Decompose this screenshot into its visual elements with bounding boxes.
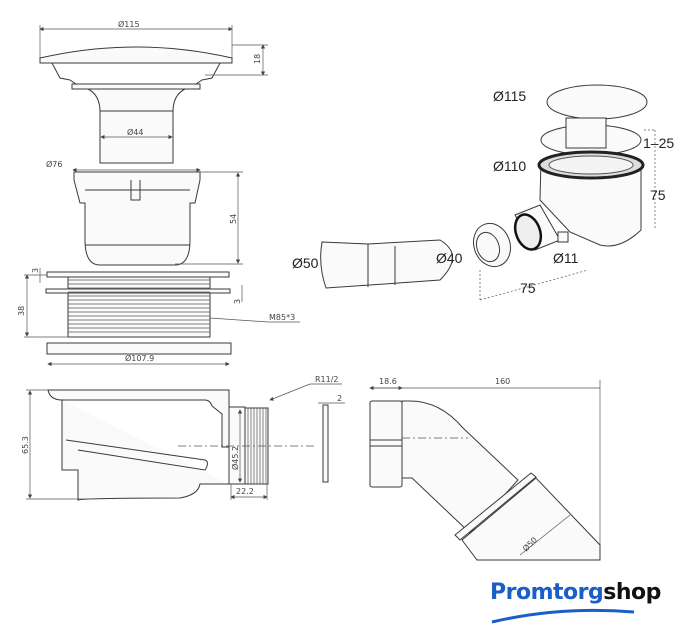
iso-height-label: 75 xyxy=(650,187,666,203)
logo-part1: Promtorg xyxy=(490,580,604,605)
nut-flange-label: 3 xyxy=(31,268,40,273)
outlet-diameter-label: Ø45.2 xyxy=(230,446,240,470)
cup-drawing: Ø76 54 xyxy=(46,159,243,266)
outlet-thread-label: R11/2 xyxy=(315,375,339,384)
gasket-thickness-label: 2 xyxy=(337,394,342,403)
iso-pipe-diameter-label: Ø50 xyxy=(292,255,319,271)
brand-logo: Promtorgshop xyxy=(490,580,661,605)
iso-overflow-diameter-label: Ø11 xyxy=(553,250,579,266)
logo-part2: shop xyxy=(603,580,661,605)
plate-diameter-label: Ø107.9 xyxy=(125,353,154,363)
cup-diameter-label: Ø76 xyxy=(46,159,62,169)
outlet-length-label: 22.2 xyxy=(236,487,254,496)
cap-height-label: 18 xyxy=(253,54,262,64)
neck-diameter-label: Ø44 xyxy=(127,127,143,137)
logo-swoosh xyxy=(491,608,635,624)
body-height-label: 65.3 xyxy=(21,436,30,454)
nut-height-label: 38 xyxy=(17,306,26,316)
plate-drawing: Ø107.9 xyxy=(46,342,232,367)
iso-flange-diameter-label: Ø110 xyxy=(493,158,526,174)
iso-reducer-diameter-label: Ø40 xyxy=(436,250,463,266)
iso-cap-diameter-label: Ø115 xyxy=(493,88,526,104)
body-drawing: 65.3 Ø45.2 22.2 R11/2 xyxy=(21,375,342,501)
nut-thread-label: M85*3 xyxy=(269,313,295,322)
cap-diameter-label: Ø115 xyxy=(118,19,140,29)
elbow-nut-width-label: 18.6 xyxy=(379,377,397,386)
gasket-drawing: 2 xyxy=(318,394,345,483)
isometric-view: Ø115 Ø110 1–25 75 Ø50 Ø40 Ø11 75 xyxy=(292,84,674,301)
iso-offset-label: 75 xyxy=(520,280,536,296)
cup-height-label: 54 xyxy=(229,214,238,224)
iso-adjust-range-label: 1–25 xyxy=(643,135,674,151)
elbow-drawing: 18.6 160 Ø50 xyxy=(369,377,601,561)
nut-gap-label: 3 xyxy=(233,299,242,304)
nut-drawing: 38 3 3 M85*3 xyxy=(17,268,300,338)
elbow-length-label: 160 xyxy=(495,377,510,386)
cap-drawing: Ø115 Ø44 18 xyxy=(39,19,268,164)
